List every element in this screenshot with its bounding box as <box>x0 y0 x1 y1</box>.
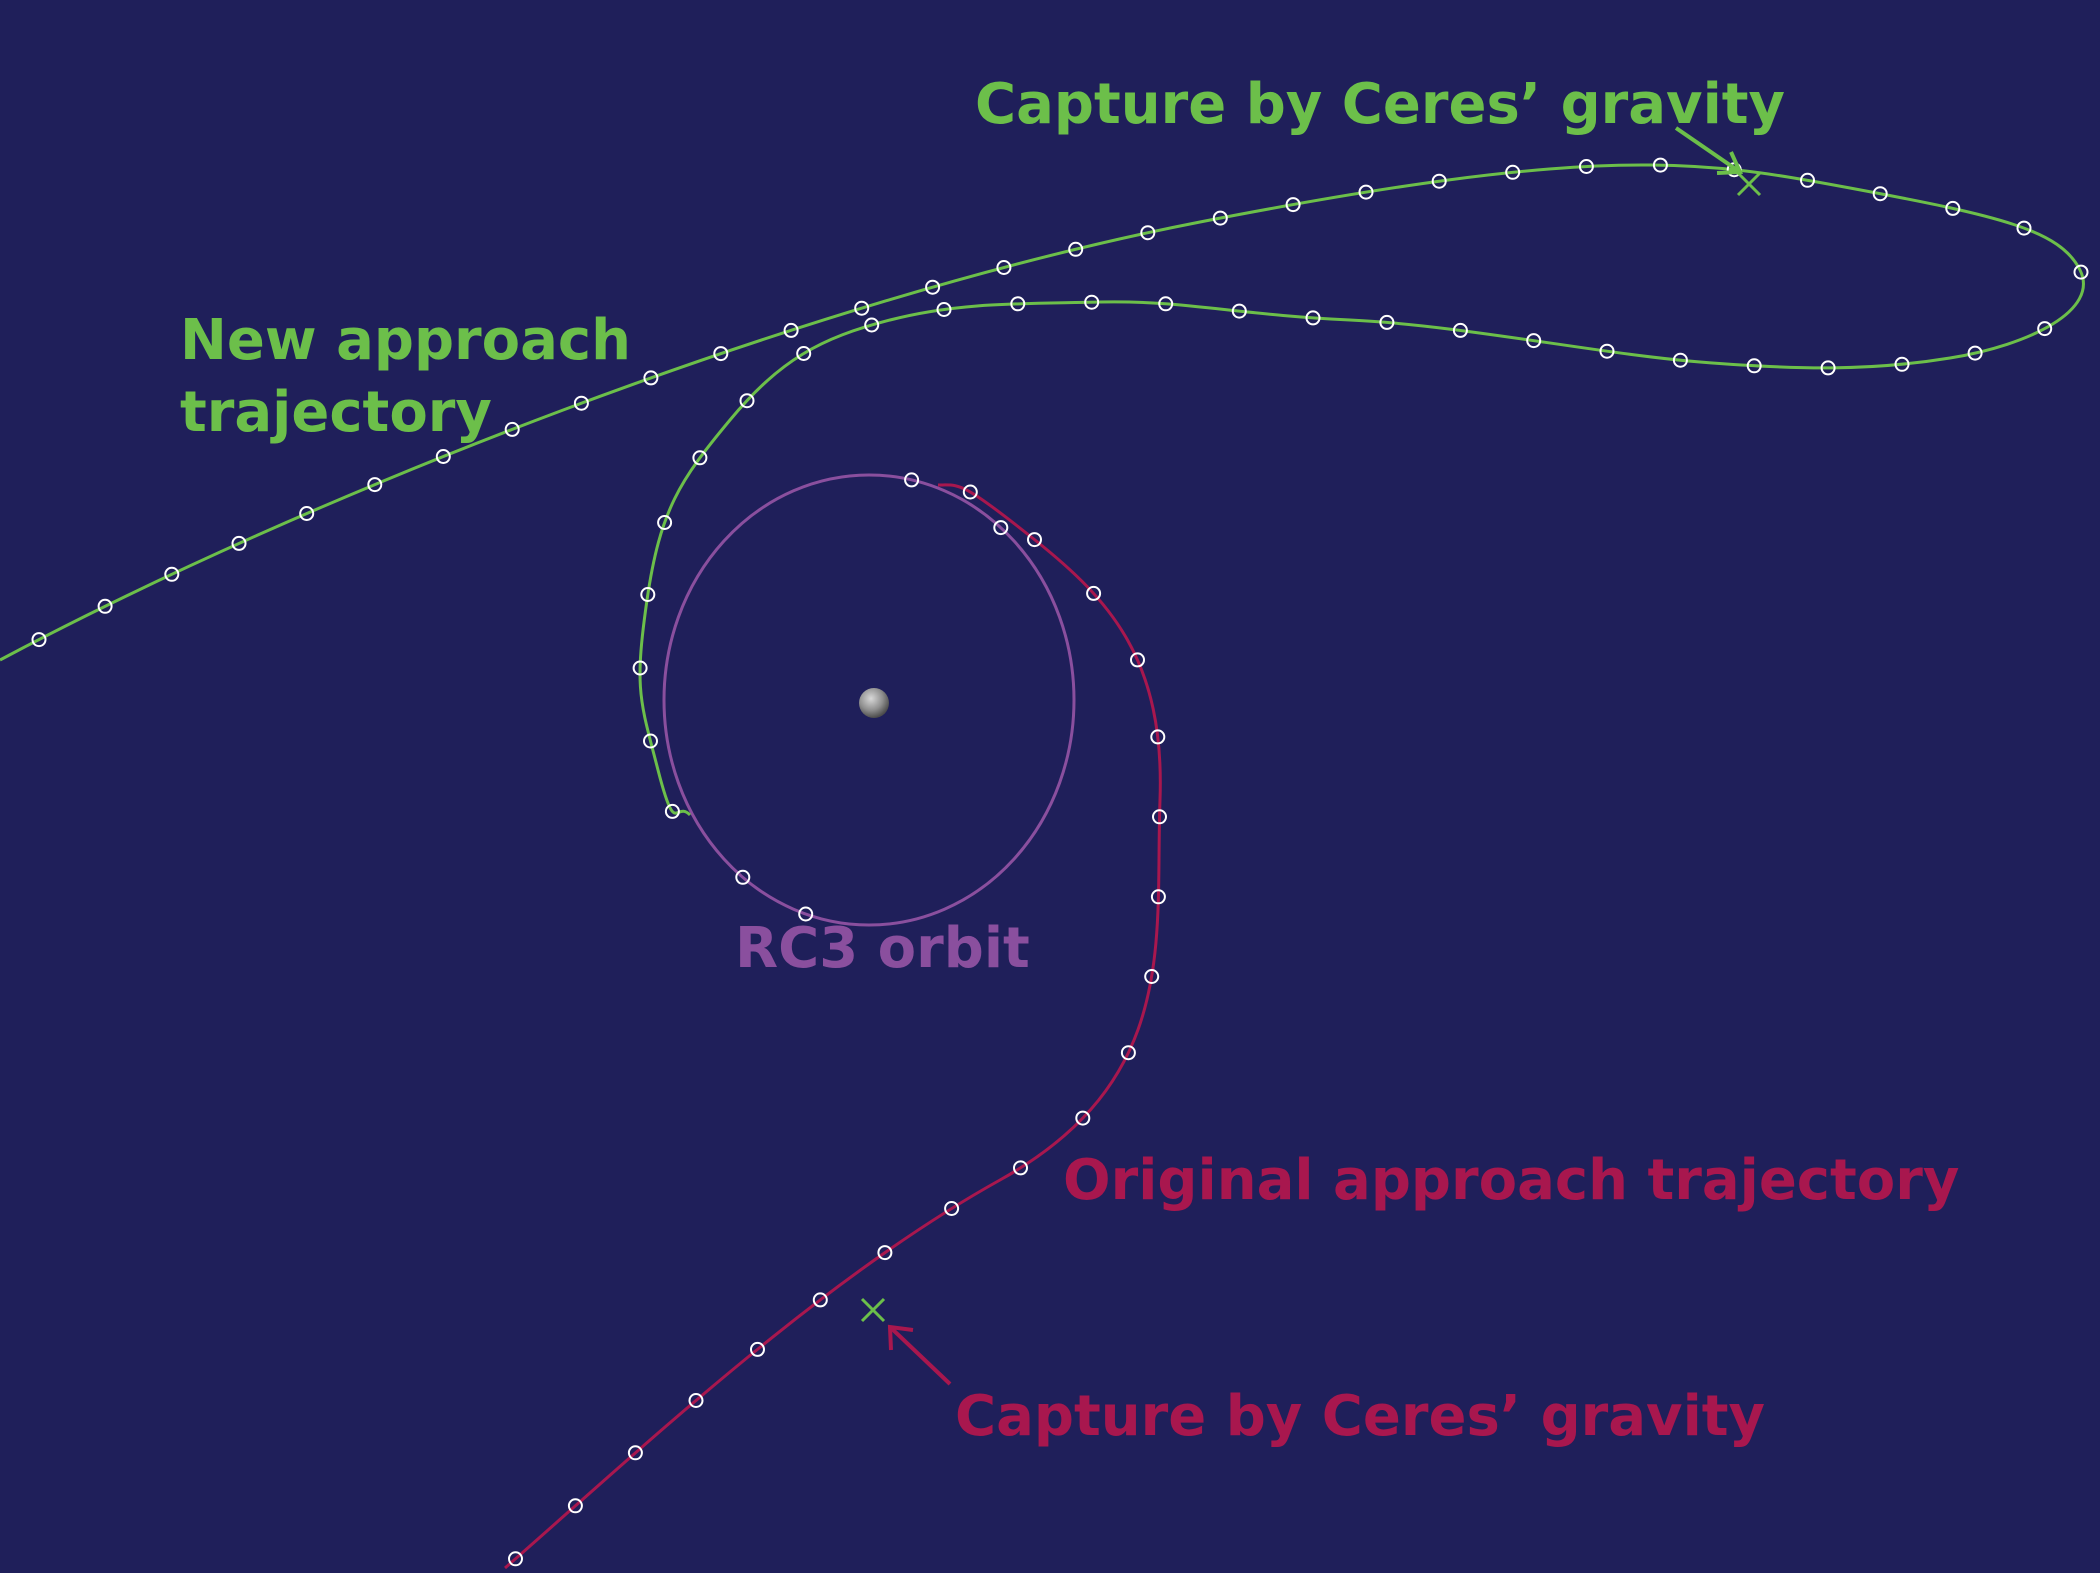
capture-bottom-label: Capture by Ceres’ gravity <box>955 1384 1766 1449</box>
position-marker <box>1505 164 1521 180</box>
position-marker <box>1872 186 1888 202</box>
position-marker <box>1599 343 1615 359</box>
position-marker <box>854 300 870 316</box>
position-marker <box>627 1445 643 1461</box>
position-marker <box>435 449 451 464</box>
position-marker <box>1027 532 1042 548</box>
new-approach-trajectory <box>0 163 2085 817</box>
position-marker <box>1120 1045 1136 1061</box>
position-marker <box>1150 889 1166 905</box>
ceres-sphere-icon <box>859 688 889 718</box>
position-marker <box>2037 321 2053 337</box>
position-marker <box>1140 225 1156 241</box>
position-marker <box>643 733 658 749</box>
position-marker <box>1358 184 1374 200</box>
position-marker <box>713 346 729 362</box>
position-marker <box>299 506 315 521</box>
position-marker <box>1130 652 1145 668</box>
position-marker <box>944 1201 960 1216</box>
position-marker <box>164 566 180 582</box>
position-marker <box>1379 314 1395 330</box>
position-marker <box>1068 241 1084 257</box>
position-marker <box>1158 296 1174 312</box>
position-marker <box>735 869 751 885</box>
position-marker <box>1013 1160 1028 1176</box>
position-marker <box>640 587 656 602</box>
position-marker <box>1084 294 1100 310</box>
position-marker <box>231 535 247 551</box>
arrow-icon <box>887 1324 952 1386</box>
position-marker <box>1945 200 1961 216</box>
x-mark-icon <box>860 1297 886 1323</box>
position-marker <box>1452 322 1468 338</box>
position-marker <box>962 484 978 500</box>
position-marker <box>1150 729 1166 745</box>
position-marker <box>1152 809 1167 825</box>
position-marker <box>1578 159 1594 174</box>
position-marker <box>632 660 648 676</box>
position-marker <box>573 395 589 411</box>
position-marker <box>31 632 47 648</box>
position-marker <box>692 450 708 466</box>
position-marker <box>936 302 952 317</box>
position-marker <box>1800 172 1815 188</box>
position-marker <box>664 803 680 819</box>
position-markers <box>31 157 2089 1567</box>
position-marker <box>508 1551 523 1567</box>
position-marker <box>1285 197 1301 213</box>
position-marker <box>1746 358 1762 374</box>
rc3-orbit-label: RC3 orbit <box>735 916 1030 981</box>
position-marker <box>567 1498 583 1514</box>
new-trajectory-label: New approach trajectory <box>180 308 631 445</box>
x-mark-icon <box>1736 171 1762 197</box>
position-marker <box>783 322 799 338</box>
position-marker <box>367 477 383 493</box>
position-marker <box>1010 296 1026 312</box>
position-marker <box>1526 333 1542 349</box>
position-marker <box>2073 264 2089 280</box>
position-marker <box>1967 345 1983 361</box>
position-marker <box>925 279 941 295</box>
position-marker <box>1672 352 1688 368</box>
capture-top-label: Capture by Ceres’ gravity <box>975 72 1786 137</box>
position-marker <box>1144 969 1160 984</box>
original-trajectory-label: Original approach trajectory <box>1063 1148 1960 1213</box>
position-marker <box>796 346 812 361</box>
position-marker <box>864 317 880 333</box>
position-marker <box>812 1292 828 1308</box>
original-approach-trajectory <box>504 483 1162 1570</box>
position-marker <box>1431 173 1447 189</box>
position-marker <box>1086 585 1102 601</box>
position-marker <box>504 421 520 437</box>
rc3-orbit-path <box>662 473 1076 927</box>
position-marker <box>1231 303 1247 319</box>
position-marker <box>688 1393 704 1408</box>
position-marker <box>1652 157 1668 173</box>
position-marker <box>657 515 673 530</box>
position-marker <box>1075 1110 1091 1126</box>
position-marker <box>2016 220 2032 236</box>
position-marker <box>1820 360 1836 376</box>
position-marker <box>996 260 1012 275</box>
position-marker <box>798 906 814 922</box>
position-marker <box>993 520 1009 536</box>
position-marker <box>739 393 755 409</box>
position-marker <box>877 1245 893 1261</box>
position-marker <box>643 370 659 386</box>
position-marker <box>97 598 113 614</box>
position-marker <box>750 1341 765 1357</box>
position-marker <box>1305 310 1321 326</box>
position-marker <box>1212 210 1228 226</box>
position-marker <box>1894 356 1910 372</box>
position-marker <box>904 472 920 488</box>
arrow-icon <box>1674 126 1744 175</box>
